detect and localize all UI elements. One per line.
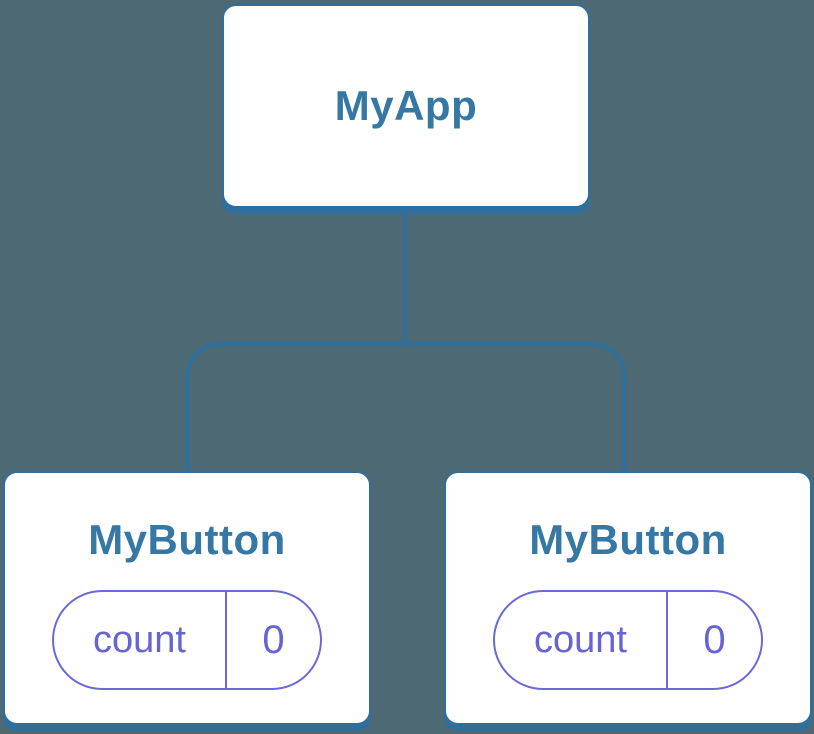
connector-branch <box>185 342 626 471</box>
state-value: 0 <box>262 617 285 662</box>
state-key: count <box>495 592 668 688</box>
root-node-label: MyApp <box>334 82 478 129</box>
root-node: MyApp <box>222 4 590 208</box>
state-pill: count 0 <box>493 590 763 690</box>
state-pill: count 0 <box>52 590 322 690</box>
state-value: 0 <box>703 617 726 662</box>
child-node-2-label: MyButton <box>529 516 727 563</box>
child-node-1-label: MyButton <box>88 516 286 563</box>
connector-stem <box>403 206 407 344</box>
state-key: count <box>54 592 227 688</box>
child-node-2: MyButton count 0 <box>444 471 812 725</box>
child-node-1: MyButton count 0 <box>3 471 371 725</box>
